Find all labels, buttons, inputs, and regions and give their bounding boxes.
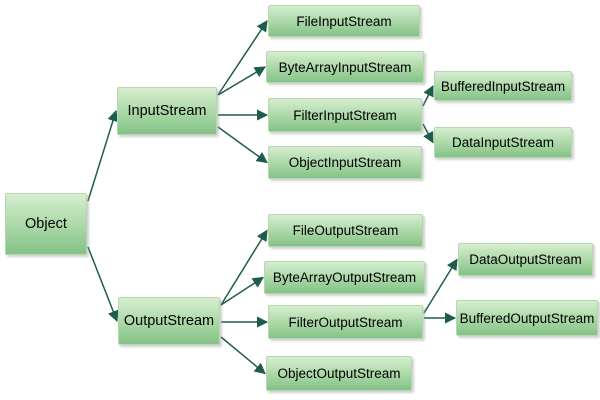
node-bufferedoutputstream: BufferedOutputStream [456,300,598,336]
node-bufferedinputstream: BufferedInputStream [434,71,572,101]
node-filteroutputstream: FilterOutputStream [268,305,423,339]
node-datainputstream: DataInputStream [434,127,572,158]
node-inputstream: InputStream [117,87,217,135]
node-dataoutputstream: DataOutputStream [458,243,593,276]
node-bytearrayoutputstream: ByteArrayOutputStream [264,261,425,294]
node-filterinputstream: FilterInputStream [268,98,422,132]
node-fileinputstream: FileInputStream [268,5,420,37]
node-objectinputstream: ObjectInputStream [268,146,422,179]
node-fileoutputstream: FileOutputStream [268,214,423,247]
node-bytearrayinputstream: ByteArrayInputStream [266,51,424,83]
node-object: Object [5,193,87,255]
node-outputstream: OutputStream [118,297,220,345]
node-objectoutputstream: ObjectOutputStream [266,356,412,391]
